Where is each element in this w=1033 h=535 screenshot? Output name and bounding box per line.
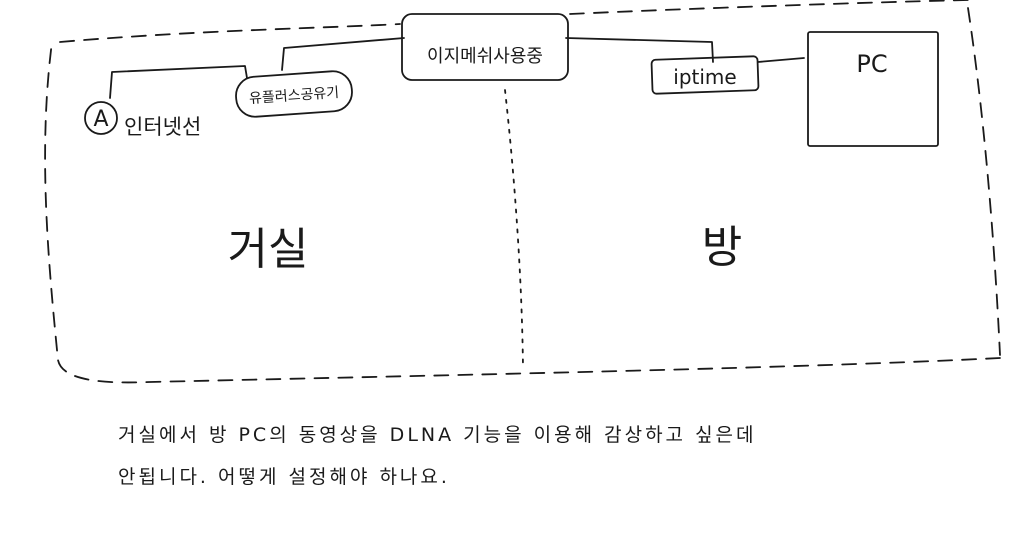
iptime-router-box (650, 55, 760, 95)
wire-easymesh-to-iptime (565, 37, 714, 63)
internet-line-label: 인터넷선 (124, 115, 201, 139)
internet-marker-label: A (93, 107, 108, 132)
easymesh-box (401, 13, 569, 81)
house-outline (44, 0, 1001, 384)
question-line-1: 거실에서 방 PC의 동영상을 DLNA 기능을 이용해 감상하고 싶은데 (118, 424, 757, 446)
uplus-router-label: 유플러스공유기 (249, 85, 340, 107)
pc-label: PC (856, 50, 887, 78)
bedroom-label: 방 (702, 222, 742, 273)
room-divider (504, 89, 524, 369)
wire-internet-to-uplus (109, 65, 248, 99)
question-line-2: 안됩니다. 어떻게 설정해야 하나요. (118, 466, 450, 488)
easymesh-label: 이지메쉬사용중 (427, 46, 543, 67)
pc-box (807, 31, 939, 147)
iptime-router-label: iptime (673, 65, 736, 89)
internet-marker-circle (84, 101, 118, 135)
wire-iptime-to-pc (757, 57, 805, 63)
wire-uplus-to-easymesh (281, 37, 405, 71)
uplus-router-box (235, 70, 353, 118)
living-room-label: 거실 (228, 224, 309, 275)
